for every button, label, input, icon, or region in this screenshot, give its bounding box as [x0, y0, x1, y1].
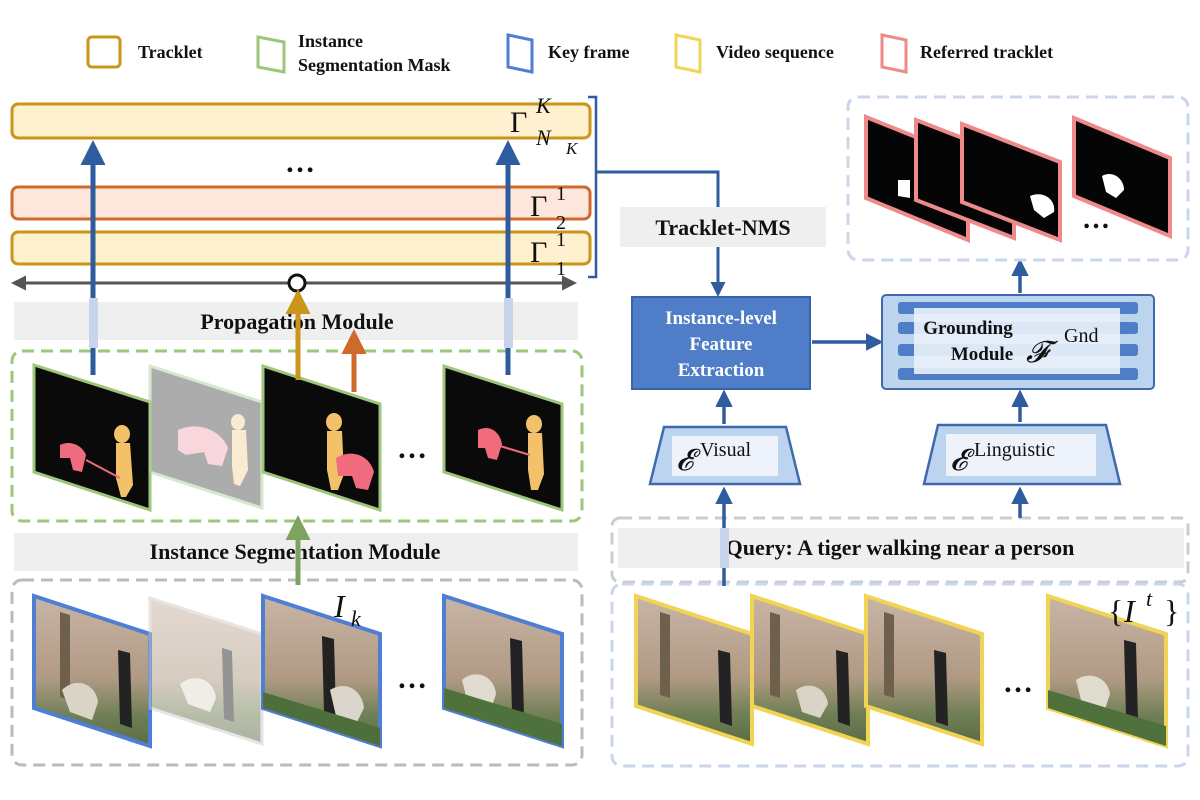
video-sequence-panel	[610, 582, 1190, 768]
referred-frame-4	[1072, 115, 1172, 239]
feature-extraction-label-2: Feature	[690, 334, 753, 355]
svg-text:1: 1	[556, 229, 566, 251]
propagation-arrow-left-fade	[89, 298, 98, 348]
video-frame-2	[750, 593, 870, 747]
input-frame-key	[261, 593, 382, 749]
svg-text:2: 2	[556, 212, 566, 234]
query-box	[618, 528, 1184, 568]
legend-swatch-mask	[256, 35, 286, 74]
propagation-arrow-right-fade	[504, 298, 513, 348]
query-text: Query: A tiger walking near a person	[726, 535, 1075, 560]
svg-text:I: I	[1123, 593, 1136, 629]
mask-frames-ellipsis: …	[397, 432, 427, 465]
legend-item-tracklet: Tracklet	[86, 35, 203, 69]
mask-frame-1	[32, 362, 152, 513]
visual-encoder: 𝓔 Visual	[648, 425, 802, 486]
tracklet-nms-label: Tracklet-NMS	[655, 215, 790, 240]
legend-swatch-referred	[880, 33, 908, 74]
legend-label-referred: Referred tracklet	[920, 42, 1053, 62]
mask-frames: …	[32, 362, 564, 513]
input-frames-ellipsis: …	[397, 662, 427, 695]
legend-swatch-video	[674, 33, 702, 74]
left-flow-arrows	[80, 140, 521, 585]
tracklet-bar-mid	[10, 185, 592, 221]
tracklet-ellipsis: …	[285, 146, 315, 179]
legend-label-tracklet: Tracklet	[138, 42, 203, 62]
grounding-module: Grounding Module 𝓕 Gnd	[881, 294, 1155, 390]
output-panel	[846, 95, 1190, 262]
svg-text:1: 1	[556, 258, 566, 280]
video-frame-4	[1046, 593, 1168, 749]
legend-label-video: Video sequence	[716, 42, 834, 62]
svg-text:Γ: Γ	[510, 106, 527, 139]
svg-text:I: I	[333, 588, 346, 624]
tracklet-label-top: Γ K N K	[510, 93, 579, 158]
svg-text:1: 1	[556, 183, 566, 205]
mask-frame-key	[261, 363, 382, 513]
tracklet-bar-top	[10, 102, 592, 140]
input-frame-1	[32, 593, 152, 749]
svg-text:Gnd: Gnd	[1064, 325, 1098, 347]
tracklet-nms-box	[620, 207, 826, 247]
feature-extraction-box	[631, 296, 811, 390]
referred-frame-3	[960, 121, 1062, 243]
svg-text:K: K	[535, 93, 552, 118]
legend-label-keyframe: Key frame	[548, 42, 629, 62]
video-frame-3	[864, 593, 984, 747]
timeline-keyframe-marker	[287, 273, 307, 293]
video-frames-ellipsis: …	[1003, 666, 1033, 699]
instance-seg-module-label: Instance Segmentation Module	[150, 539, 441, 564]
video-to-visual-arrow-fade	[720, 528, 729, 568]
feature-extraction-label-3: Extraction	[678, 360, 765, 381]
svg-text:{: {	[1108, 593, 1123, 629]
svg-text:Γ: Γ	[530, 236, 547, 269]
legend-item-video: Video sequence	[674, 33, 834, 74]
grounding-label-1: Grounding	[923, 318, 1013, 339]
tracklet-label-bottom: Γ 1 1	[530, 229, 566, 280]
input-frames: I k …	[32, 588, 564, 749]
linguistic-encoder: 𝓔 Linguistic	[922, 423, 1122, 486]
legend-item-referred: Referred tracklet	[880, 33, 1053, 74]
referred-tracklet-frames: …	[864, 114, 1172, 243]
svg-text:}: }	[1164, 593, 1179, 629]
query-panel	[610, 516, 1190, 584]
video-frame-1	[634, 593, 754, 747]
svg-text:k: k	[351, 606, 362, 631]
legend-swatch-tracklet	[86, 35, 122, 69]
svg-text:K: K	[565, 139, 579, 158]
tracklet-to-feature-connector	[596, 170, 726, 297]
input-frame-4	[442, 593, 564, 749]
key-frame-label: I k	[333, 588, 362, 631]
legend-item-mask: Instance Segmentation Mask	[256, 31, 451, 75]
svg-text:Visual: Visual	[700, 439, 751, 461]
feature-extraction-label-1: Instance-level	[665, 308, 777, 329]
svg-text:Γ: Γ	[530, 190, 547, 223]
legend: Tracklet Instance Segmentation Mask Key …	[86, 31, 1053, 75]
video-sequence-label: { I t }	[1108, 586, 1179, 629]
legend-item-keyframe: Key frame	[506, 33, 629, 74]
svg-text:N: N	[535, 125, 552, 150]
input-frame-2	[148, 595, 264, 747]
legend-swatch-keyframe	[506, 33, 534, 74]
grounding-label-2: Module	[951, 344, 1013, 365]
legend-label-mask-2: Segmentation Mask	[298, 55, 451, 75]
referred-frames-ellipsis: …	[1082, 204, 1110, 235]
legend-label-mask-1: Instance	[298, 31, 363, 51]
tracklet-label-mid: Γ 1 2	[530, 183, 566, 234]
video-frames: … { I t }	[634, 586, 1179, 749]
mask-frame-4	[442, 363, 564, 513]
svg-text:Linguistic: Linguistic	[974, 439, 1055, 461]
tracklet-bar-bottom	[10, 230, 592, 266]
mask-frame-2	[148, 363, 264, 511]
svg-text:t: t	[1146, 586, 1153, 611]
tracklet-bracket	[588, 95, 598, 279]
tracklet-stack: … Γ K N K Γ 1 2 Γ 1 1	[10, 93, 598, 293]
